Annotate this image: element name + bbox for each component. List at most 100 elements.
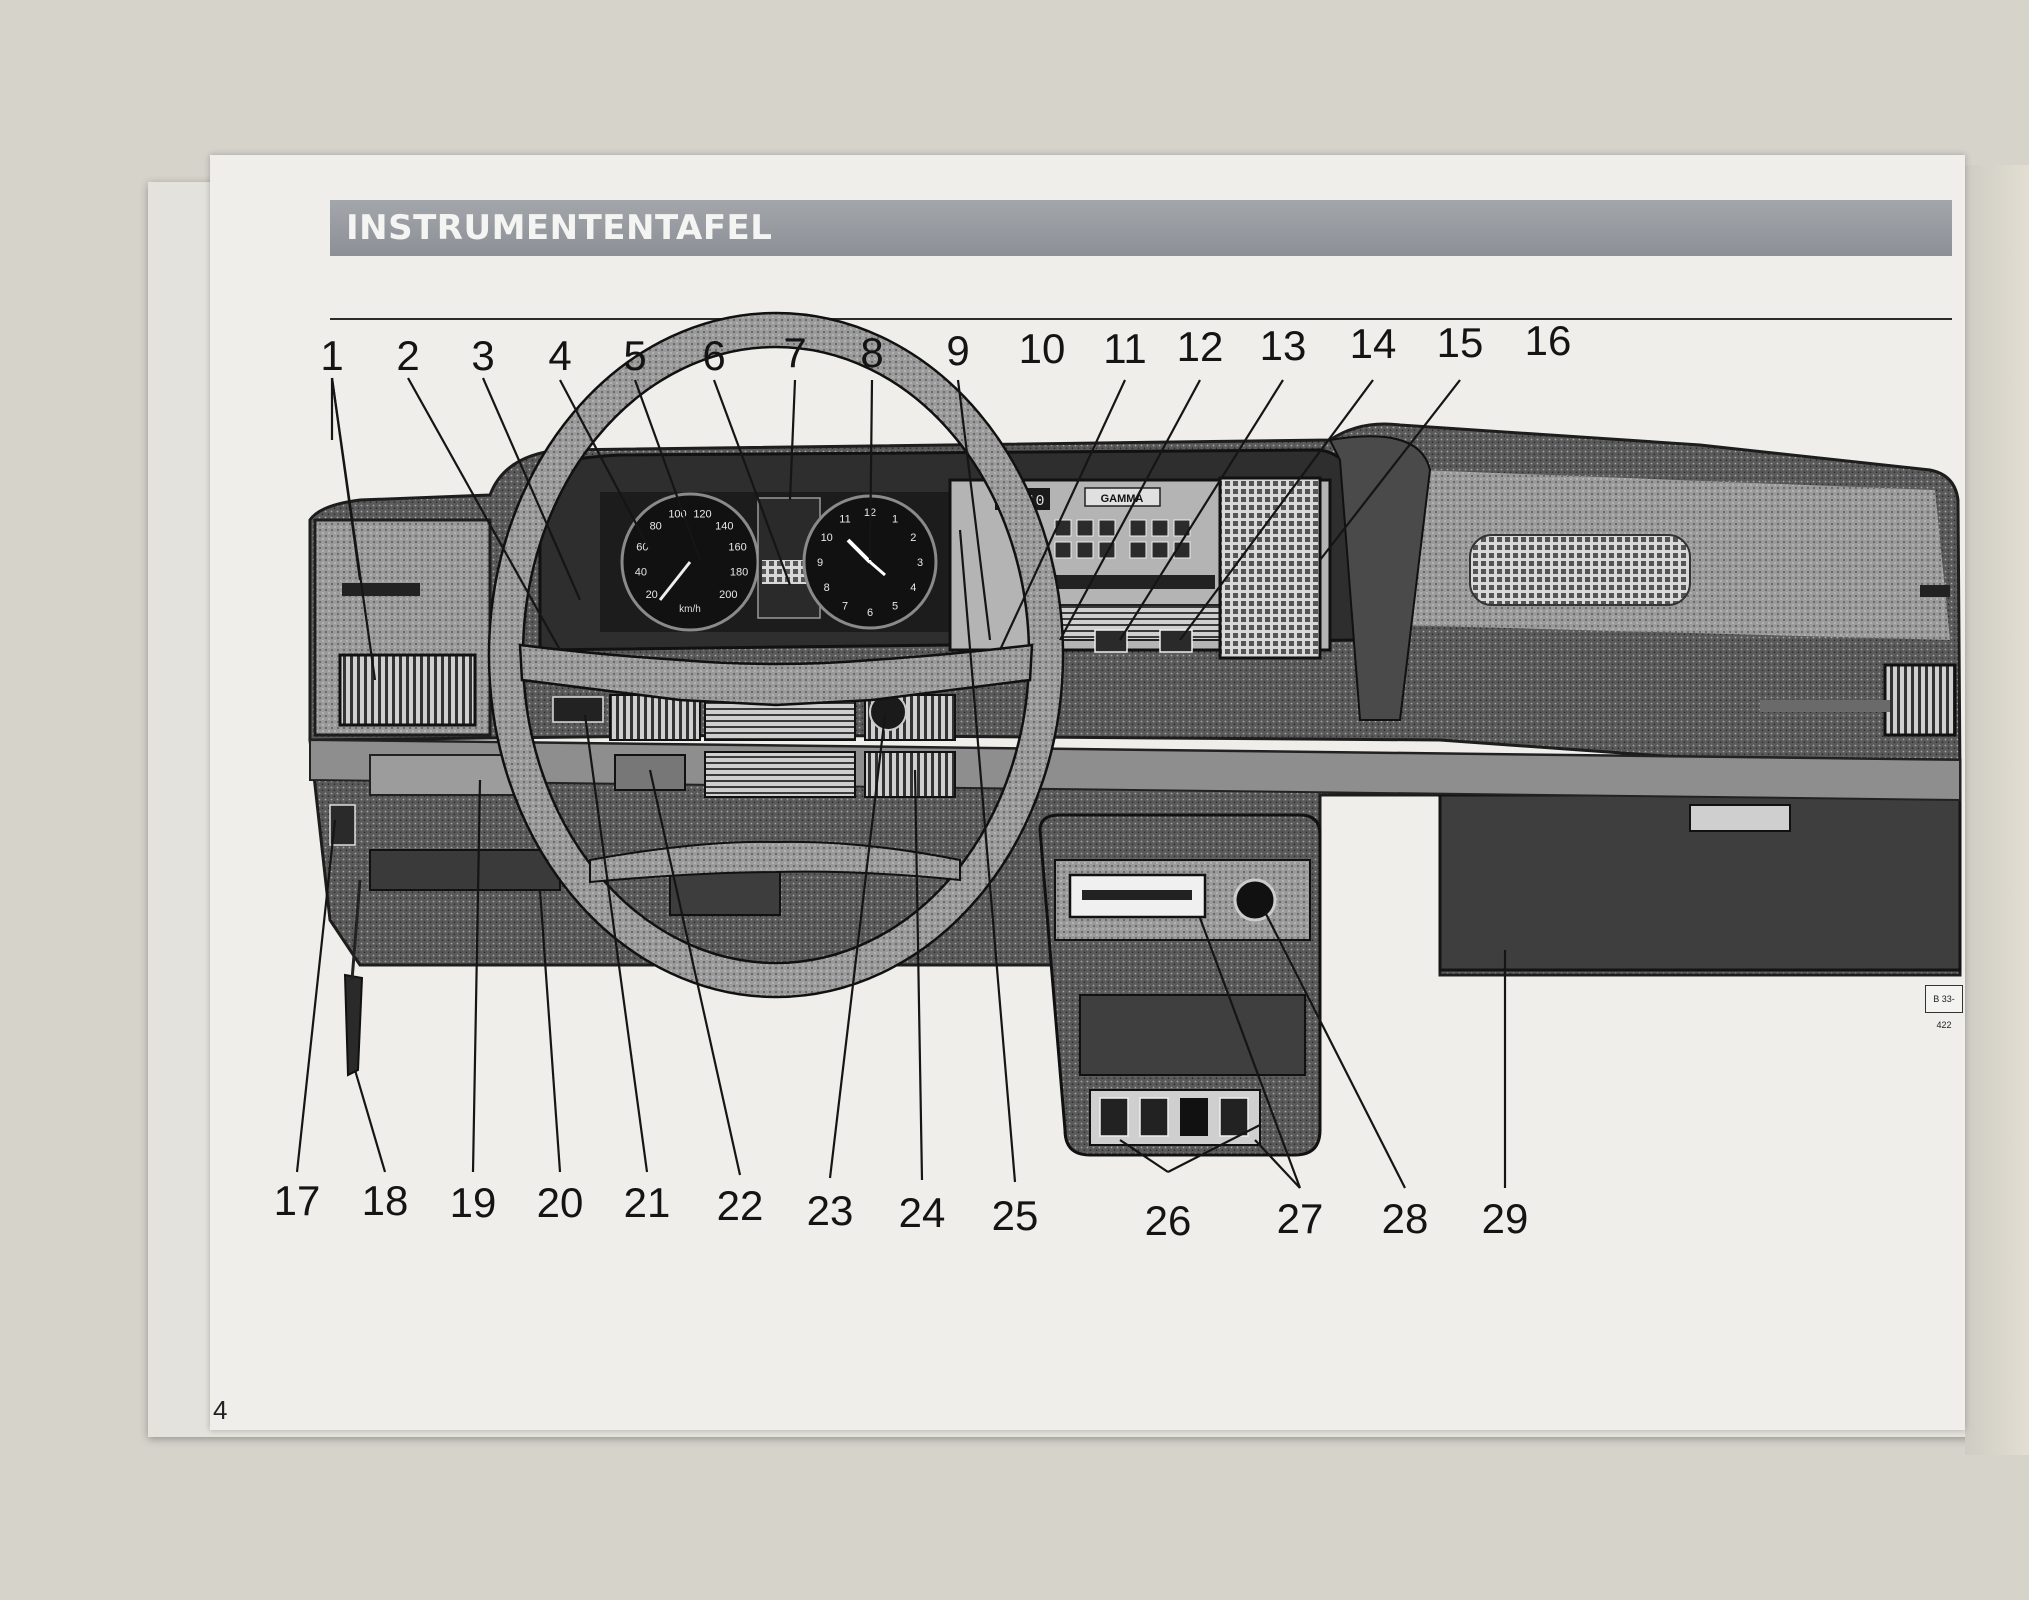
clock-hour-hand [846,538,872,564]
callout-number: 23 [806,1187,854,1234]
speedometer-tick-label: 80 [650,521,662,533]
cigarette-lighter [1233,878,1277,922]
callout-number: 28 [1381,1195,1429,1242]
callout-number: 22 [716,1182,764,1229]
center-switch-2 [1159,629,1193,653]
speedometer-tick-label: 140 [715,521,733,533]
console-switch-1 [1099,1097,1129,1137]
passenger-handle-strip [1760,700,1890,712]
callout-number: 9 [946,327,970,374]
callout-number: 21 [623,1179,671,1226]
clock-minute-hand [869,560,886,577]
center-air-vent [1218,476,1322,660]
callout-number: 20 [536,1179,584,1226]
clock-number: 7 [842,600,848,612]
callout-number: 17 [273,1177,321,1224]
callout-number: 8 [860,329,884,376]
ashtray-cover-bottom [704,751,856,798]
console-switch-blank [1180,1098,1208,1136]
section-header-bar [330,200,1952,256]
next-page-edge [1965,165,2029,1455]
callout-number: 25 [991,1192,1039,1239]
callout-number: 7 [783,329,807,376]
clock-number: 11 [839,514,850,526]
clock-number: 6 [867,607,873,619]
callout-number: 26 [1144,1197,1192,1244]
clock-number: 10 [821,532,833,544]
callout-number: 24 [898,1189,946,1236]
bonnet-release-lever [343,973,364,1077]
callout-number: 4 [548,332,572,379]
page-number: 4 [213,1395,228,1425]
steering-wheel-rim-outline [487,311,1065,999]
left-side-vent-small [342,583,420,596]
callout-number: 14 [1349,320,1397,367]
callout-number: 5 [623,332,647,379]
radio-preset-button [1129,541,1147,559]
speedometer-unit: km/h [679,604,701,615]
callout-number: 12 [1176,323,1224,370]
clock-number: 3 [917,557,923,569]
callout-number: 19 [449,1179,497,1226]
steering-wheel-rim [489,313,1063,997]
lower-left-panel [369,754,521,796]
speedometer-tick-label: 60 [636,542,648,554]
left-air-vent [338,653,477,727]
radio-preset-button [1129,519,1147,537]
callout-number: 2 [396,332,420,379]
console-switch-2 [1139,1097,1169,1137]
radio-preset-button [1054,541,1072,559]
speedometer-tick-label: 160 [728,542,746,554]
radio-preset-button [1098,519,1116,537]
radio-brand-plate [1084,487,1161,507]
speedometer-tick-label: 20 [646,589,658,601]
radio-preset-button [1151,541,1169,559]
center-switch-1 [1094,629,1128,653]
radio-preset-button [1076,541,1094,559]
clock-number: 9 [817,557,823,569]
callout-number: 15 [1436,319,1484,366]
clock-number: 5 [892,600,898,612]
parcel-shelf-left [369,849,561,891]
lower-vent-left-top [609,694,701,741]
speedometer-tick-label: 40 [635,567,647,579]
radio-preset-button [1151,519,1169,537]
dash-speaker-grille [1469,534,1691,606]
clock-number: 2 [910,532,916,544]
clock-number: 4 [910,582,916,594]
callout-leader-lines [295,377,1507,1189]
callout-number: 16 [1524,317,1572,364]
figure-code: B 33-422 [1925,985,1963,1030]
dash-cowl-bump [1328,435,1432,721]
clock-number: 8 [824,582,830,594]
cassette-slot [1055,575,1215,589]
header-rule [330,318,1952,320]
glovebox-latch [1689,804,1791,832]
callout-number: 10 [1018,325,1066,372]
speedometer-tick-label: 200 [719,589,737,601]
right-air-vent [1883,663,1957,737]
section-title: INSTRUMENTENTAFEL [346,208,773,248]
callout-number: 27 [1276,1195,1324,1242]
speedometer-needle [658,561,692,601]
bonnet-release-cable [350,879,362,981]
speedometer-tick-label: 180 [730,567,748,579]
callout-number: 1 [320,332,344,379]
callout-number: 11 [1103,325,1147,372]
callout-number: 29 [1481,1195,1529,1242]
radio-brand: GAMMA [1101,493,1144,505]
callout-number: 6 [702,332,726,379]
callout-number: 18 [361,1177,409,1224]
console-switch-3 [1219,1097,1249,1137]
callout-number: 13 [1259,322,1307,369]
speedometer-tick-label: 120 [693,509,711,521]
callout-number: 3 [471,332,495,379]
right-side-vent-small [1920,585,1950,597]
clock-number: 1 [892,514,898,526]
console-ashtray-slot [1082,890,1192,900]
radio-preset-button [1076,519,1094,537]
